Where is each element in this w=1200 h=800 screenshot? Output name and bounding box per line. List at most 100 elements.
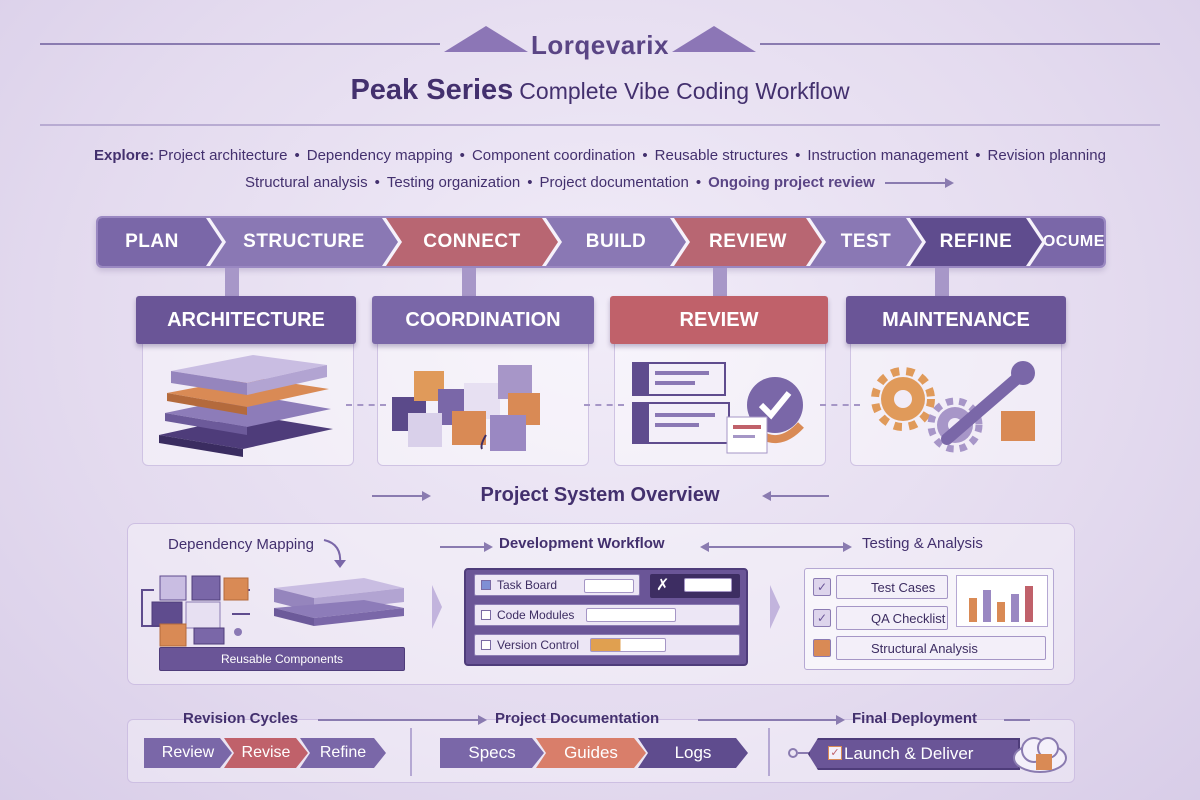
arrowhead-icon	[478, 715, 487, 725]
right-arrow-icon	[884, 178, 954, 189]
row-label: QA Checklist	[871, 610, 946, 626]
arrow-line	[709, 546, 843, 548]
testing-row-qa-checklist[interactable]: ✓ QA Checklist	[813, 606, 948, 630]
workflow-board: Task Board Code Modules Version Control …	[464, 568, 748, 666]
row-label: Code Modules	[497, 608, 575, 622]
connector	[462, 268, 476, 298]
module-header-review[interactable]: REVIEW	[610, 296, 828, 344]
explore-item: Project architecture	[158, 147, 288, 164]
module-header-coordination[interactable]: COORDINATION	[372, 296, 594, 344]
arrowhead-icon	[422, 491, 431, 501]
title-rule	[40, 124, 1160, 126]
connector	[935, 268, 949, 298]
testing-analysis-label: Testing & Analysis	[862, 535, 983, 552]
testing-row-test-cases[interactable]: ✓Test Cases	[813, 575, 948, 599]
launch-deliver-label: Launch & Deliver	[844, 744, 974, 763]
stage-document[interactable]: DOCUMENT	[1030, 218, 1104, 266]
checkbox-icon	[481, 610, 491, 620]
layered-stack-icon	[159, 355, 333, 457]
final-deployment-label: Final Deployment	[852, 710, 978, 727]
row-label: Task Board	[497, 578, 558, 592]
chip-logs[interactable]: Logs	[638, 738, 748, 768]
workflow-pipeline: PLAN STRUCTURE CONNECT BUILD REVIEW TEST…	[96, 216, 1106, 268]
overview-title: Project System Overview	[480, 484, 720, 506]
arrowhead-icon	[484, 542, 493, 552]
arrow-line	[1004, 719, 1030, 721]
explore-item: Testing organization	[386, 174, 521, 191]
brand-name: Lorqevarix	[531, 30, 669, 60]
module-header-architecture[interactable]: ARCHITECTURE	[136, 296, 356, 344]
stage-test[interactable]: TEST	[810, 218, 922, 266]
arrow-line	[440, 546, 484, 548]
gears-wrench-icon	[871, 361, 1035, 453]
module-header-maintenance[interactable]: MAINTENANCE	[846, 296, 1066, 344]
dashed-connector	[584, 404, 624, 406]
divider	[768, 728, 770, 776]
dependency-graph-icon	[141, 575, 404, 647]
development-workflow-label: Development Workflow	[499, 535, 665, 552]
check-icon: ✓	[813, 609, 831, 627]
chevron-right-icon	[770, 585, 780, 629]
launch-deliver-button[interactable]: ✓ Launch & Deliver	[808, 738, 1020, 770]
connector	[225, 268, 239, 298]
overview-arrow-left	[372, 495, 422, 497]
explore-item-highlight: Ongoing project review	[708, 174, 875, 191]
stage-structure[interactable]: STRUCTURE	[210, 218, 398, 266]
cubes-icon	[392, 365, 540, 451]
divider	[410, 728, 412, 776]
arrow-line	[698, 719, 836, 721]
project-documentation-label: Project Documentation	[495, 710, 660, 727]
title-series: Peak Series	[350, 74, 514, 106]
header-rule-left	[40, 43, 440, 45]
checkbox-icon: ✓	[828, 746, 842, 760]
stage-connect[interactable]: CONNECT	[386, 218, 558, 266]
review-checklist-icon	[632, 362, 804, 454]
title-subtitle: Complete Vibe Coding Workflow	[519, 78, 850, 104]
stage-refine[interactable]: REFINE	[910, 218, 1042, 266]
stage-plan[interactable]: PLAN	[96, 218, 222, 266]
chip-guides[interactable]: Guides	[536, 738, 646, 768]
connector	[713, 268, 727, 298]
stage-build[interactable]: BUILD	[546, 218, 686, 266]
explore-item: Instruction management	[807, 147, 969, 164]
chip-refine[interactable]: Refine	[300, 738, 386, 768]
dashed-connector	[346, 404, 386, 406]
testing-row-structural-analysis[interactable]: Structural Analysis	[813, 636, 1046, 660]
explore-line-2: Structural analysis•Testing organization…	[0, 174, 1200, 191]
explore-item: Component coordination	[471, 147, 636, 164]
square-icon	[813, 639, 831, 657]
code-icon: ✗	[656, 577, 670, 594]
triangle-ornament-left	[444, 26, 528, 52]
stage-review[interactable]: REVIEW	[674, 218, 822, 266]
header-rule-right	[760, 43, 1160, 45]
chip-specs[interactable]: Specs	[440, 738, 544, 768]
triangle-ornament-right	[672, 26, 756, 52]
arrow-line	[798, 752, 816, 754]
arrowhead-icon	[836, 715, 845, 725]
explore-item: Project documentation	[539, 174, 689, 191]
arrowhead-icon	[843, 542, 852, 552]
chevron-right-icon	[432, 585, 442, 629]
explore-item: Reusable structures	[654, 147, 789, 164]
explore-item: Structural analysis	[245, 174, 368, 191]
cloud-icon	[1013, 737, 1067, 773]
dependency-mapping-label: Dependency Mapping	[168, 536, 314, 553]
module-card-review	[614, 328, 826, 466]
revision-cycles-label: Revision Cycles	[183, 710, 299, 727]
arrowhead-icon	[762, 491, 771, 501]
dot-icon	[788, 748, 798, 758]
explore-item: Revision planning	[987, 147, 1106, 164]
bar-chart-icon	[956, 575, 1048, 627]
explore-item: Dependency mapping	[306, 147, 453, 164]
progress-bar	[590, 638, 666, 652]
module-card-maintenance	[850, 328, 1062, 466]
row-label: Test Cases	[871, 579, 936, 595]
reusable-components-bar[interactable]: Reusable Components	[159, 647, 405, 671]
chip-review[interactable]: Review	[144, 738, 232, 768]
editor-tile: ✗	[650, 574, 740, 598]
progress-bar	[586, 608, 676, 622]
explore-line-1: Explore: Project architecture•Dependency…	[94, 147, 1106, 164]
row-label: Structural Analysis	[871, 640, 978, 656]
chip-revise[interactable]: Revise	[224, 738, 308, 768]
